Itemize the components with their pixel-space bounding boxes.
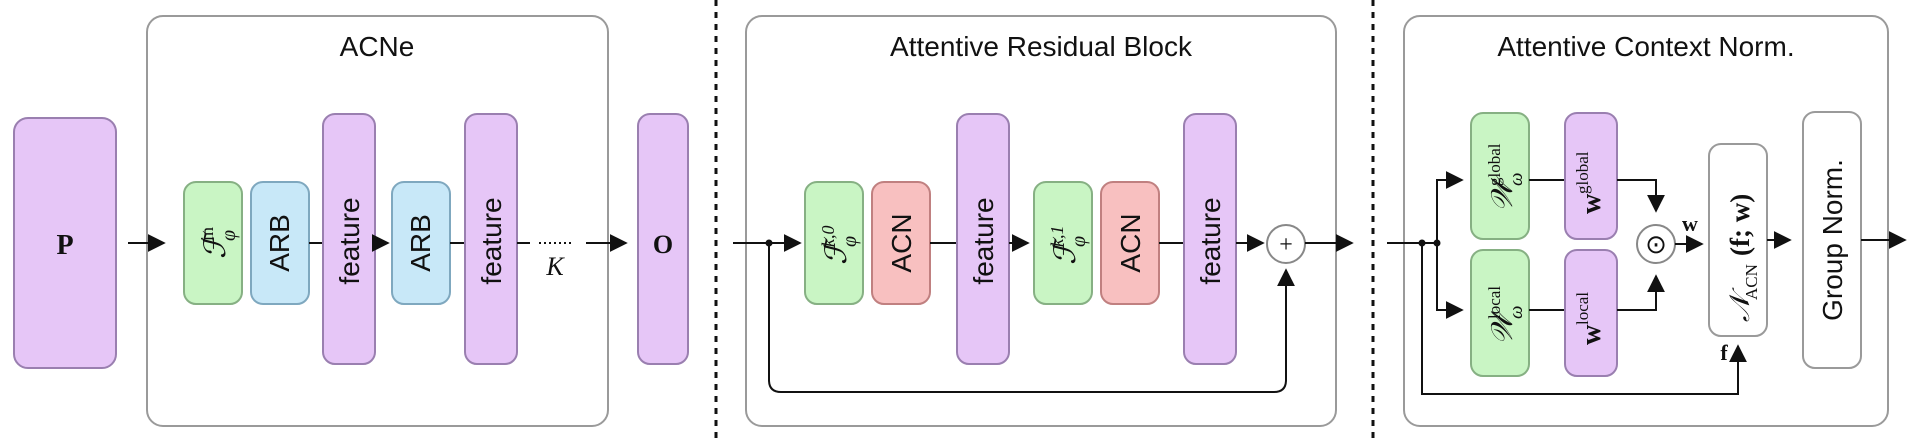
w-local-vec-sup: local bbox=[1573, 292, 1592, 325]
f-k1-block bbox=[1033, 181, 1093, 305]
output-o-label: O bbox=[653, 230, 673, 259]
output-o-block bbox=[637, 113, 689, 365]
acn-label-2: ACN bbox=[1115, 213, 1146, 272]
n-acn-args: (f; w) bbox=[1725, 194, 1755, 256]
w-global-vec-main: w bbox=[1576, 193, 1607, 214]
w-local-vec-block bbox=[1564, 249, 1618, 377]
svg-text:φ: φ bbox=[1068, 236, 1090, 247]
f-label: f bbox=[1720, 340, 1728, 365]
panel-acn: Attentive Context Norm. 𝒲 global ω w glo… bbox=[1387, 15, 1907, 427]
f-k1-sub: φ bbox=[1068, 236, 1090, 247]
svg-text:(f; w): (f; w) bbox=[1725, 194, 1755, 256]
svg-text:φ: φ bbox=[839, 236, 861, 247]
w-global-net-block bbox=[1470, 112, 1530, 240]
f-in-sup: in bbox=[197, 227, 217, 241]
svg-text:in: in bbox=[197, 227, 217, 241]
svg-text:global: global bbox=[1485, 143, 1504, 186]
n-acn-label: 𝒩 ACN (f; w) bbox=[1725, 194, 1761, 322]
w-global-net-label: 𝒲 global ω bbox=[1485, 143, 1527, 212]
input-p-label: P bbox=[56, 230, 73, 261]
acn-label-1: ACN bbox=[886, 213, 917, 272]
w-local-net-label: 𝒲 local ω bbox=[1485, 286, 1527, 345]
w-global-vec-block bbox=[1564, 112, 1618, 240]
odot-symbol: ⊙ bbox=[1645, 230, 1667, 259]
group-norm-label: Group Norm. bbox=[1817, 159, 1848, 321]
svg-text:w: w bbox=[1576, 324, 1607, 345]
svg-text:w: w bbox=[1576, 193, 1607, 214]
f-k1-sup: k,1 bbox=[1047, 226, 1067, 248]
w-local-vec-main: w bbox=[1576, 324, 1607, 345]
w-global-sub: ω bbox=[1506, 173, 1527, 186]
f-k0-sub: φ bbox=[839, 236, 861, 247]
f-skip-path bbox=[1421, 243, 1747, 395]
panel-acne-title: ACNe bbox=[340, 31, 415, 62]
f-k0-block bbox=[804, 181, 864, 305]
svg-text:ACN: ACN bbox=[1742, 264, 1761, 300]
plus-symbol: + bbox=[1279, 232, 1293, 258]
w-local-sup: local bbox=[1485, 286, 1504, 319]
panel-arb: Attentive Residual Block ℱ k,0 φ ACN fea… bbox=[733, 15, 1354, 427]
panel-acn-title: Attentive Context Norm. bbox=[1497, 31, 1794, 62]
branch-to-global bbox=[1436, 171, 1464, 243]
arb-label-2: ARB bbox=[405, 214, 436, 272]
n-acn-sub: ACN bbox=[1742, 264, 1761, 300]
skip-connection bbox=[768, 243, 1295, 393]
arb-feature-block-1 bbox=[956, 113, 1010, 365]
f-k0-sup: k,0 bbox=[818, 226, 838, 248]
feature-label-2: feature bbox=[476, 197, 507, 284]
f-in-label: ℱ in φ bbox=[197, 227, 240, 259]
arb-feature-label-2: feature bbox=[1195, 197, 1226, 284]
svg-text:local: local bbox=[1573, 292, 1592, 325]
panel-acne: ACNe P ℱ in φ ARB feature ARB feature K bbox=[13, 15, 689, 427]
w-label: w bbox=[1682, 211, 1698, 236]
f-k0-label: ℱ k,0 φ bbox=[818, 226, 861, 266]
feature-block-2 bbox=[464, 113, 518, 365]
repeat-k-label: K bbox=[545, 252, 565, 281]
input-p-block bbox=[13, 117, 117, 369]
f-in-block bbox=[183, 181, 243, 305]
branch-to-local bbox=[1436, 243, 1464, 319]
w-local-vec-label: w local bbox=[1573, 292, 1607, 345]
w-global-vec-label: w global bbox=[1573, 151, 1607, 214]
w-global-sup: global bbox=[1485, 143, 1504, 186]
f-in-sub: φ bbox=[218, 230, 240, 241]
svg-text:k,0: k,0 bbox=[818, 226, 838, 248]
f-k1-label: ℱ k,1 φ bbox=[1047, 226, 1090, 266]
svg-text:ω: ω bbox=[1506, 306, 1527, 319]
arrow-wl-to-odot bbox=[1617, 274, 1665, 311]
w-global-vec-sup: global bbox=[1573, 151, 1592, 194]
feature-label-1: feature bbox=[334, 197, 365, 284]
svg-text:local: local bbox=[1485, 286, 1504, 319]
arb-feature-block-2 bbox=[1183, 113, 1237, 365]
svg-text:global: global bbox=[1573, 151, 1592, 194]
panel-arb-title: Attentive Residual Block bbox=[890, 31, 1193, 62]
svg-text:k,1: k,1 bbox=[1047, 226, 1067, 248]
arb-feature-label-1: feature bbox=[968, 197, 999, 284]
svg-text:ω: ω bbox=[1506, 173, 1527, 186]
arb-label-1: ARB bbox=[264, 214, 295, 272]
arrow-wg-to-odot bbox=[1617, 179, 1665, 213]
w-local-net-block bbox=[1470, 249, 1530, 377]
svg-text:φ: φ bbox=[218, 230, 240, 241]
w-local-sub: ω bbox=[1506, 306, 1527, 319]
